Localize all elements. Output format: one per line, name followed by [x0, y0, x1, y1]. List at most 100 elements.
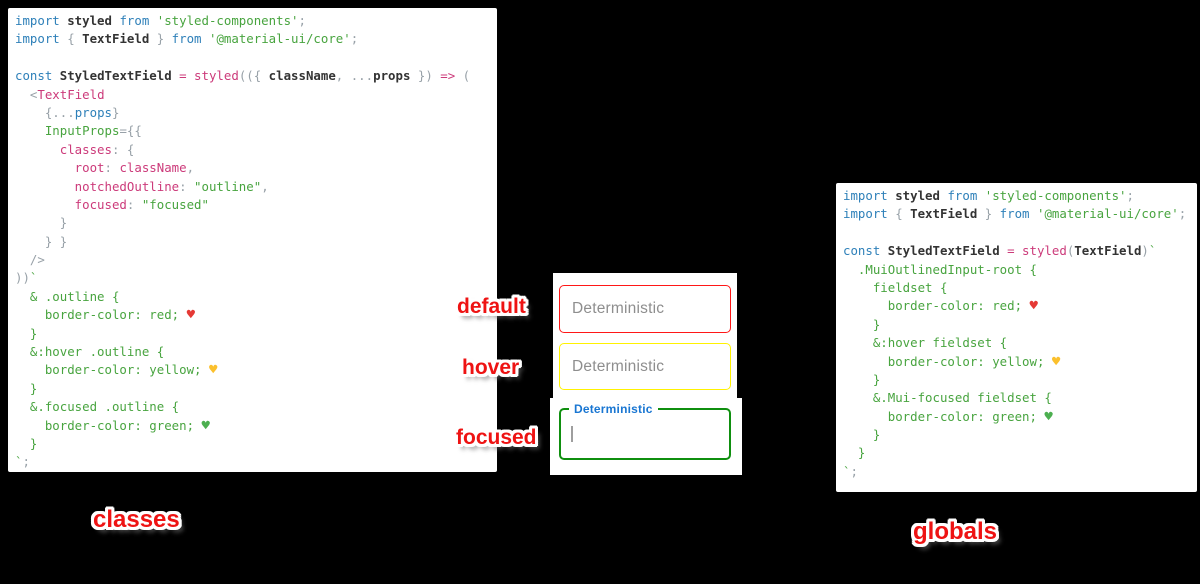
code-line: } [15, 380, 490, 398]
code-token: )) [15, 270, 30, 286]
code-line: } [843, 316, 1190, 334]
code-token: TextField [1074, 243, 1142, 259]
code-token: } [15, 325, 38, 341]
code-line: border-color: green; ♥ [843, 408, 1190, 426]
code-token: ={{ [119, 123, 142, 139]
state-label-hover: hover [462, 356, 520, 379]
code-line: notchedOutline: "outline", [15, 178, 490, 196]
code-block-globals: import styled from 'styled-components';i… [836, 183, 1197, 492]
code-line: } [843, 371, 1190, 389]
code-line: `; [843, 463, 1190, 481]
code-token: < [15, 86, 38, 102]
code-token: from [947, 188, 985, 203]
code-token: border-color: red; [843, 298, 1030, 314]
code-token: } [15, 215, 68, 231]
code-token: ; [350, 31, 359, 47]
code-line: border-color: green; ♥ [15, 417, 490, 435]
code-line: import { TextField } from '@material-ui/… [843, 205, 1190, 223]
code-token: const [15, 68, 60, 84]
code-token: => [440, 68, 456, 84]
code-token: TextField [82, 31, 157, 47]
code-token: border-color: green; [15, 417, 202, 433]
code-token: className [119, 160, 187, 176]
code-token: : { [111, 141, 135, 157]
code-token: } [15, 380, 38, 396]
code-line: &.Mui-focused fieldset { [843, 389, 1190, 407]
code-line: root: className, [15, 159, 490, 177]
code-token: border-color: yellow; [843, 353, 1052, 369]
code-token: &:hover .outline { [15, 344, 165, 360]
code-token: ) [1141, 243, 1149, 259]
textfield-default-label: Deterministic [572, 300, 665, 317]
code-line: &.focused .outline { [15, 398, 490, 416]
textfield-focused[interactable]: Deterministic [559, 402, 731, 460]
code-line: <TextField [15, 86, 490, 104]
code-line: focused: "focused" [15, 196, 490, 214]
code-token: fieldset { [843, 279, 948, 295]
code-token: } [984, 206, 1000, 222]
code-token: { [895, 206, 911, 222]
code-line: } [15, 435, 490, 453]
code-token: ` [1148, 243, 1157, 259]
heart-green-icon: ♥ [201, 417, 210, 434]
code-token: TextField [37, 86, 105, 102]
code-token: } [843, 427, 881, 443]
code-token: } [843, 316, 881, 332]
code-token: , ... [335, 68, 374, 84]
code-token: &:hover fieldset { [843, 335, 1008, 351]
heart-red-icon: ♥ [1029, 298, 1038, 315]
heart-yellow-icon: ♥ [208, 362, 218, 379]
code-token: &.Mui-focused fieldset { [843, 390, 1052, 406]
code-token: } [843, 371, 881, 387]
code-token: '@material-ui/core' [208, 31, 351, 47]
caption-classes: classes [93, 506, 180, 533]
code-token: = [179, 68, 195, 84]
textfield-hover[interactable]: Deterministic [559, 343, 731, 390]
caption-globals: globals [913, 518, 998, 545]
code-line: } [843, 444, 1190, 462]
code-token: ` [29, 270, 38, 286]
code-token: TextField [910, 206, 985, 222]
code-token: .MuiOutlinedInput-root { [843, 261, 1037, 277]
code-line: } } [15, 233, 490, 251]
code-token: : [179, 178, 195, 194]
code-line: import styled from 'styled-components'; [15, 12, 490, 30]
code-token: , [186, 160, 195, 176]
code-line: } [15, 325, 490, 343]
code-token: root [15, 160, 105, 176]
code-token: ; [22, 454, 30, 470]
code-line: } [15, 214, 490, 232]
code-token: classes [15, 141, 112, 157]
code-token: ; [850, 463, 858, 479]
code-line: ))` [15, 269, 490, 287]
code-line: &:hover .outline { [15, 343, 490, 361]
code-token: } [843, 445, 866, 461]
code-token: border-color: green; [843, 408, 1045, 424]
code-line: `; [15, 453, 490, 471]
code-line: border-color: red; ♥ [843, 297, 1190, 315]
code-line: const StyledTextField = styled(({ classN… [15, 67, 490, 85]
code-line: } [843, 426, 1190, 444]
code-line: border-color: red; ♥ [15, 306, 490, 324]
code-line: border-color: yellow; ♥ [843, 353, 1190, 371]
state-label-focused: focused [456, 426, 537, 449]
code-line: /> [15, 251, 490, 269]
heart-red-icon: ♥ [186, 307, 196, 324]
code-token: } [15, 435, 38, 451]
code-line: .MuiOutlinedInput-root { [843, 261, 1190, 279]
textfield-default[interactable]: Deterministic [559, 285, 731, 333]
code-token: } } [15, 233, 68, 249]
code-token: , [261, 178, 269, 194]
code-token: import [843, 206, 896, 222]
code-line: &:hover fieldset { [843, 334, 1190, 352]
code-line: import { TextField } from '@material-ui/… [15, 30, 490, 48]
code-token: ( [455, 68, 471, 84]
code-token: notchedOutline [15, 178, 180, 194]
code-token: border-color: yellow; [15, 362, 209, 378]
code-token: ` [843, 463, 851, 479]
code-token: ` [15, 454, 23, 470]
code-line: import styled from 'styled-components'; [843, 187, 1190, 205]
state-label-default: default [457, 295, 526, 318]
textfield-hover-label: Deterministic [572, 357, 665, 375]
